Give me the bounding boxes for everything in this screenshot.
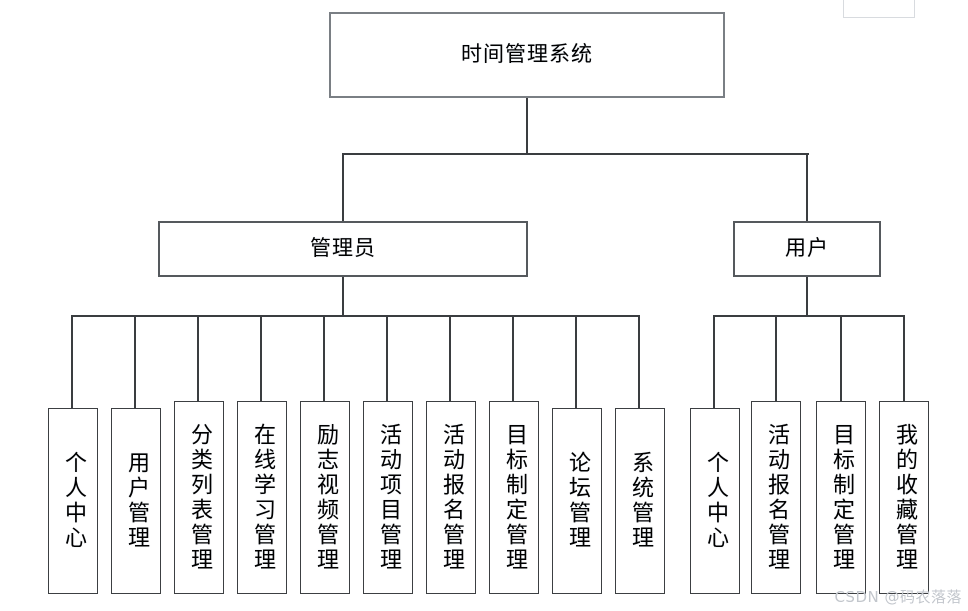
- node-user-my-favorites-management[interactable]: 我的收藏管理: [879, 401, 929, 594]
- connector-level1-bus: [342, 153, 809, 155]
- connector-admin-leaf-8: [512, 315, 514, 401]
- connector-admin-leaf-7: [449, 315, 451, 401]
- node-admin-category-list-management[interactable]: 分类列表管理: [174, 401, 224, 594]
- node-user-label: 用户: [785, 236, 829, 261]
- node-admin-activity-project-management-label: 活动项目管理: [376, 422, 401, 573]
- node-root-system[interactable]: 时间管理系统: [329, 12, 725, 98]
- connector-admin-leaf-10: [638, 315, 640, 408]
- node-admin-personal-center-label: 个人中心: [61, 451, 86, 551]
- connector-user-leaf-2: [775, 315, 777, 401]
- node-admin-activity-registration-management-label: 活动报名管理: [439, 422, 464, 573]
- node-admin-system-management-label: 系统管理: [628, 451, 653, 551]
- node-admin-activity-project-management[interactable]: 活动项目管理: [363, 401, 413, 594]
- connector-admin-leaf-4: [260, 315, 262, 401]
- node-admin-inspirational-video-management[interactable]: 励志视频管理: [300, 401, 350, 594]
- decorative-artifact: [843, 0, 915, 18]
- connector-admin-drop: [342, 277, 344, 317]
- connector-user-leaf-1: [713, 315, 715, 408]
- connector-admin-leaf-6: [386, 315, 388, 401]
- node-user-goal-setting-management[interactable]: 目标制定管理: [816, 401, 866, 594]
- node-user-activity-registration-management[interactable]: 活动报名管理: [751, 401, 801, 594]
- node-admin-user-management-label: 用户管理: [124, 451, 149, 551]
- connector-admin-leaf-5: [323, 315, 325, 401]
- node-admin-activity-registration-management[interactable]: 活动报名管理: [426, 401, 476, 594]
- node-admin-category-list-management-label: 分类列表管理: [187, 422, 212, 573]
- connector-user-leaf-bus: [713, 315, 904, 317]
- connector-admin-leaf-3: [197, 315, 199, 401]
- connector-user-drop: [806, 277, 808, 317]
- node-admin-goal-setting-management-label: 目标制定管理: [502, 422, 527, 573]
- node-root-label: 时间管理系统: [461, 42, 593, 67]
- node-admin-forum-management-label: 论坛管理: [565, 451, 590, 551]
- node-admin-online-learning-management-label: 在线学习管理: [250, 422, 275, 573]
- connector-admin-leaf-bus: [71, 315, 640, 317]
- connector-admin-riser: [342, 153, 344, 223]
- node-admin-forum-management[interactable]: 论坛管理: [552, 408, 602, 594]
- connector-user-leaf-4: [903, 315, 905, 401]
- connector-admin-leaf-2: [134, 315, 136, 408]
- connector-user-leaf-3: [840, 315, 842, 401]
- node-user-goal-setting-management-label: 目标制定管理: [829, 422, 854, 573]
- connector-admin-leaf-9: [575, 315, 577, 408]
- node-admin-goal-setting-management[interactable]: 目标制定管理: [489, 401, 539, 594]
- node-admin-user-management[interactable]: 用户管理: [111, 408, 161, 594]
- node-admin-system-management[interactable]: 系统管理: [615, 408, 665, 594]
- node-admin-personal-center[interactable]: 个人中心: [48, 408, 98, 594]
- csdn-watermark: CSDN @码农落落: [834, 588, 962, 606]
- connector-admin-leaf-1: [71, 315, 73, 408]
- node-user-personal-center-label: 个人中心: [703, 451, 728, 551]
- node-user-my-favorites-management-label: 我的收藏管理: [892, 422, 917, 573]
- connector-user-riser: [806, 153, 808, 223]
- node-admin-inspirational-video-management-label: 励志视频管理: [313, 422, 338, 573]
- node-user[interactable]: 用户: [733, 221, 881, 277]
- node-admin-online-learning-management[interactable]: 在线学习管理: [237, 401, 287, 594]
- node-administrator[interactable]: 管理员: [158, 221, 528, 277]
- connector-root-drop: [526, 98, 528, 155]
- node-administrator-label: 管理员: [310, 236, 376, 261]
- node-user-personal-center[interactable]: 个人中心: [690, 408, 740, 594]
- node-user-activity-registration-management-label: 活动报名管理: [764, 422, 789, 573]
